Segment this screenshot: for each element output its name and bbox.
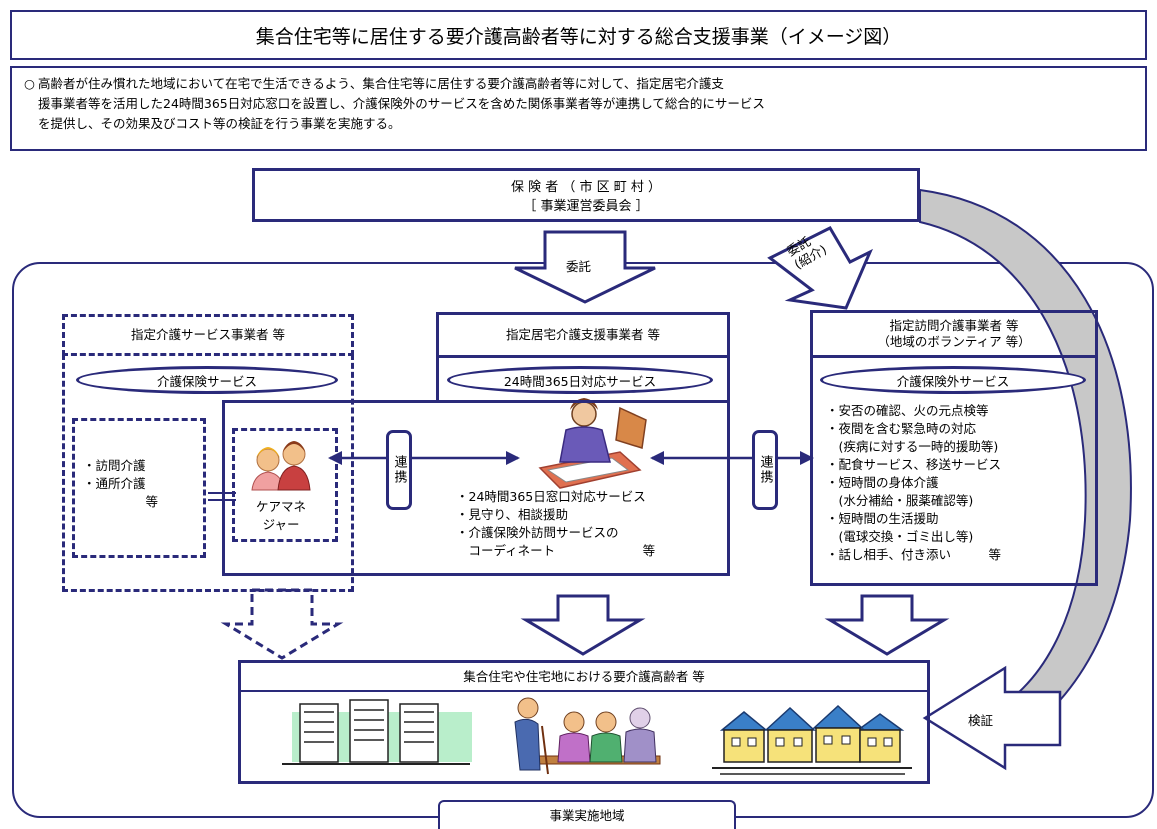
insurer-box: 保 険 者 （ 市 区 町 村 ） ［ 事業運営委員会 ］ — [252, 168, 920, 222]
right-provider-title: 指定訪問介護事業者 等 （地域のボランティア 等） — [810, 310, 1098, 358]
summary-line-3: を提供し、その効果及びコスト等の検証を行う事業を実施する。 — [38, 116, 401, 131]
apartments-illustration — [282, 699, 472, 765]
renkei-box-left: 連携 — [386, 430, 412, 510]
right-title-line-2: （地域のボランティア 等） — [877, 334, 1031, 349]
kensho-label: 検証 — [968, 713, 994, 728]
down-arrow-right — [824, 594, 950, 656]
center-pill: 24時間365日対応サービス — [447, 366, 713, 394]
elderly-group-illustration — [514, 697, 661, 775]
page-title: 集合住宅等に居住する要介護高齢者等に対する総合支援事業（イメージ図） — [10, 10, 1147, 60]
houses-illustration — [712, 704, 912, 775]
left-services-list: ・訪問介護 ・通所介護 等 — [83, 458, 159, 509]
right-pill: 介護保険外サービス — [820, 366, 1086, 394]
operator-illustration — [538, 398, 647, 489]
center-inner-frame — [222, 400, 730, 576]
center-items: ・24時間365日窓口対応サービス ・見守り、相談援助 ・介護保険外訪問サービス… — [456, 489, 656, 558]
care-manager-illustration — [251, 441, 311, 491]
insurer-line-2: ［ 事業運営委員会 ］ — [523, 199, 649, 214]
right-provider-frame — [810, 356, 1098, 586]
right-items: ・安否の確認、火の元点検等 ・夜間を含む緊急時の対応 (疾病に対する一時的援助等… — [826, 403, 1002, 562]
center-provider-title: 指定居宅介護支援事業者 等 — [436, 312, 730, 358]
care-manager-box — [232, 428, 338, 542]
right-title-line-1: 指定訪問介護事業者 等 — [889, 318, 1019, 333]
insurer-line-1: 保 険 者 （ 市 区 町 村 ） — [510, 180, 662, 195]
left-services-box: ・訪問介護 ・通所介護 等 — [72, 418, 206, 558]
region-label: 事業実施地域 — [438, 800, 736, 829]
bottom-elderly-box — [238, 660, 930, 784]
itaku-intro-arrow — [767, 226, 873, 310]
renkei-box-right: 連携 — [752, 430, 778, 510]
left-provider-frame — [62, 354, 354, 592]
bottom-title: 集合住宅や住宅地における要介護高齢者 等 — [238, 660, 930, 692]
kensho-arrowhead — [922, 665, 1062, 771]
left-pill: 介護保険サービス — [76, 366, 338, 394]
down-arrow-left — [220, 588, 344, 660]
summary-line-2: 援事業者等を活用した24時間365日対応窓口を設置し、介護保険外のサービスを含め… — [38, 96, 765, 111]
summary-bullet: ○ — [24, 76, 35, 91]
left-provider-title: 指定介護サービス事業者 等 — [62, 314, 354, 356]
itaku-label: 委託 — [566, 259, 592, 274]
itaku-arrow — [514, 230, 656, 304]
care-manager-label: ケアマネ ジャー — [256, 499, 307, 532]
summary-line-1: 高齢者が住み慣れた地域において在宅で生活できるよう、集合住宅等に居住する要介護高… — [38, 76, 724, 91]
down-arrow-center — [520, 594, 646, 656]
summary-box: ○ 高齢者が住み慣れた地域において在宅で生活できるよう、集合住宅等に居住する要介… — [10, 66, 1147, 151]
